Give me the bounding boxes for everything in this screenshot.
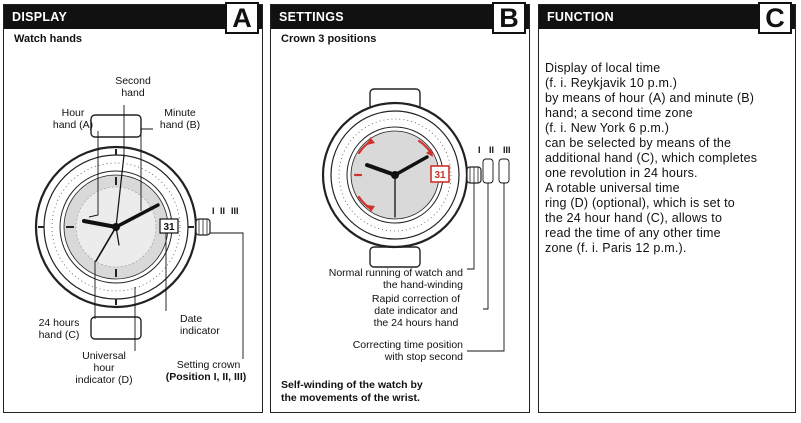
- label-crown-positions: (Position I, II, III): [165, 371, 247, 383]
- display-panel: DISPLAY A Watch hands 31: [3, 2, 263, 413]
- label-setting-crown: Setting crown: [176, 359, 241, 371]
- label-correcting-time: Correcting time position with stop secon…: [352, 339, 463, 363]
- settings-panel: SETTINGS B Crown 3 positions 31: [270, 2, 530, 413]
- function-panel: FUNCTION C Display of local time (f. i. …: [538, 2, 796, 413]
- label-date-indicator: Date indicator: [180, 313, 220, 337]
- crown-mark-2-b: II: [489, 145, 494, 155]
- watch-diagram-a: 31 I II III: [34, 105, 244, 359]
- watch-diagram-b: 31 I II III: [321, 88, 511, 352]
- label-hour-hand: Hour hand (A): [52, 107, 94, 131]
- label-rapid-correction: Rapid correction of date indicator and t…: [371, 293, 461, 329]
- date-window-b: 31: [434, 170, 446, 181]
- date-window-a: 31: [163, 222, 175, 233]
- label-universal-indicator: Universal hour indicator (D): [75, 350, 133, 386]
- settings-letter-badge: B: [492, 2, 526, 34]
- settings-header: SETTINGS B: [271, 2, 529, 34]
- function-description: Display of local time (f. i. Reykjavik 1…: [545, 61, 758, 255]
- settings-footer: Self-winding of the watch by the movemen…: [281, 379, 423, 404]
- label-normal-running: Normal running of watch and the hand-win…: [328, 267, 463, 291]
- watch-hands-a: [82, 154, 160, 262]
- bezel-ticks-a: [38, 149, 194, 305]
- settings-title: SETTINGS: [279, 10, 344, 24]
- function-title: FUNCTION: [547, 10, 614, 24]
- label-24-hours-hand: 24 hours hand (C): [38, 317, 80, 341]
- display-header: DISPLAY A: [4, 2, 262, 34]
- function-letter-badge: C: [758, 2, 792, 34]
- label-minute-hand: Minute hand (B): [159, 107, 201, 131]
- settings-subtitle: Crown 3 positions: [281, 33, 377, 45]
- crown-mark-3-a: III: [231, 206, 239, 216]
- crown-mark-2-a: II: [220, 206, 225, 216]
- display-subtitle: Watch hands: [14, 33, 83, 45]
- label-second-hand: Second hand: [115, 75, 151, 99]
- crown-mark-3-b: III: [503, 145, 511, 155]
- display-title: DISPLAY: [12, 10, 68, 24]
- display-letter-badge: A: [225, 2, 259, 34]
- crown-mark-1-a: I: [212, 206, 215, 216]
- function-header: FUNCTION C: [539, 2, 795, 34]
- crown-mark-1-b: I: [478, 145, 481, 155]
